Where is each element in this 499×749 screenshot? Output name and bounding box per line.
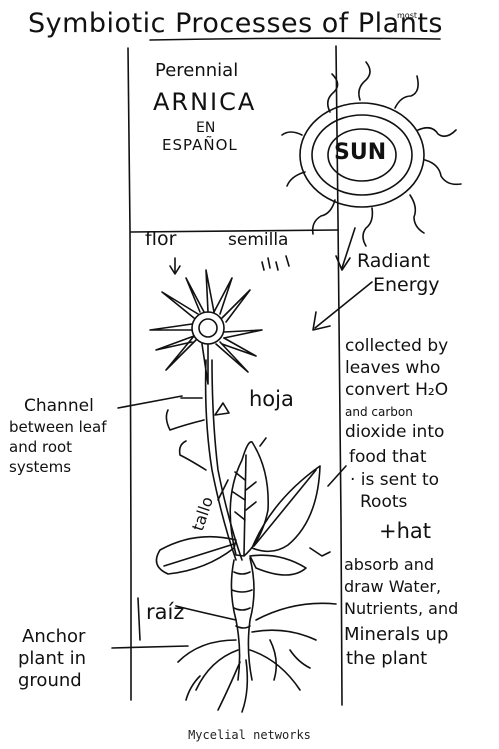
radiant-arrow-1 <box>342 228 355 268</box>
note-collected-1: collected by <box>345 338 448 356</box>
label-hoja: hoja <box>249 388 294 410</box>
note-anchor-3: ground <box>18 672 82 691</box>
header-espanol: ESPAÑOL <box>162 138 238 154</box>
column-left-border <box>128 48 131 700</box>
title-superscript: most <box>397 12 417 20</box>
note-absorb-1: absorb and <box>344 557 434 574</box>
note-anchor-2: plant in <box>18 650 86 669</box>
note-absorb-4: Minerals up <box>344 626 448 645</box>
label-semilla: semilla <box>228 232 288 250</box>
label-radiant: Radiant <box>357 252 430 272</box>
seed-drawing <box>262 256 289 270</box>
caption: Mycelial networks <box>0 728 499 742</box>
note-collected-8: Roots <box>360 494 407 512</box>
note-channel-4: systems <box>9 460 71 476</box>
note-collected-3: convert H₂O <box>345 382 448 400</box>
note-channel-2: between leaf <box>9 420 107 436</box>
header-en: EN <box>196 121 215 136</box>
radiant-arrow-2 <box>315 282 372 328</box>
note-channel-3: and root <box>9 440 72 456</box>
header-perennial: Perennial <box>155 62 238 81</box>
note-anchor-1: Anchor <box>22 628 85 647</box>
note-absorb-3: Nutrients, and <box>344 601 458 618</box>
note-absorb-5: the plant <box>346 650 427 669</box>
sun-label: SUN <box>334 141 386 164</box>
label-flor: flor <box>145 230 176 250</box>
note-collected-2: leaves who <box>345 360 440 378</box>
note-collected-7: · is sent to <box>350 472 439 490</box>
label-raiz: raíz <box>146 601 184 623</box>
label-energy: Energy <box>373 276 440 296</box>
header-arnica: ARNICA <box>153 90 256 115</box>
note-collected-5: dioxide into <box>345 424 444 442</box>
note-absorb-2: draw Water, <box>344 579 441 596</box>
note-collected-4: and carbon <box>345 406 413 419</box>
note-that: +hat <box>379 520 431 542</box>
title: Symbiotic Processes of Plants <box>28 10 443 38</box>
note-channel-1: Channel <box>24 398 94 416</box>
note-collected-6: food that <box>349 449 427 467</box>
